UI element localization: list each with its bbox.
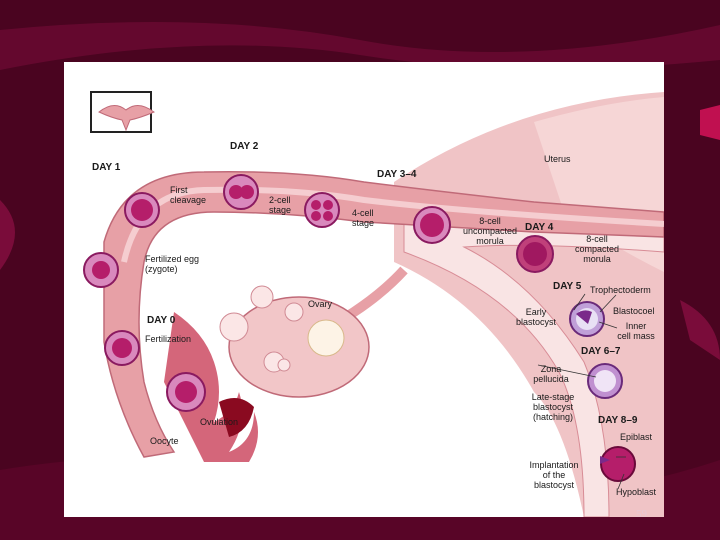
label-day-1: DAY 1	[92, 162, 121, 173]
label-day-2: DAY 2	[230, 141, 259, 152]
label-eight-cell-compacted: 8-cell compacted morula	[574, 234, 620, 264]
label-four-cell-stage: 4-cell stage	[352, 208, 375, 228]
label-day-6-7: DAY 6–7	[581, 346, 621, 357]
label-two-cell-stage: 2-cell stage	[269, 195, 292, 215]
label-early-blastocyst: Early blastocyst	[515, 307, 557, 327]
label-inner-cell-mass: Inner cell mass	[617, 321, 655, 341]
label-eight-cell-uncompacted: 8-cell uncompacted morula	[462, 216, 518, 246]
label-first-cleavage: First cleavage	[170, 185, 207, 205]
reproductive-tract-illustration	[83, 91, 664, 517]
label-day-3-4: DAY 3–4	[377, 169, 417, 180]
label-day-4: DAY 4	[525, 222, 554, 233]
label-ovulation: Ovulation	[200, 417, 239, 427]
label-zona-pellucida: Zona pellucida	[533, 364, 569, 384]
page-number: 59	[636, 508, 647, 520]
label-ovary: Ovary	[308, 299, 333, 309]
embryo-stages	[83, 174, 636, 482]
label-late-blastocyst: Late-stage blastocyst (hatching)	[531, 392, 575, 422]
label-epiblast: Epiblast	[620, 432, 653, 442]
label-day-8-9: DAY 8–9	[598, 415, 638, 426]
label-uterus: Uterus	[544, 154, 571, 164]
label-oocyte: Oocyte	[150, 436, 179, 446]
label-fertilization: Fertilization	[145, 334, 192, 344]
embryo-development-figure: DAY 1 DAY 2 DAY 3–4 Uterus First cleavag…	[64, 62, 664, 517]
label-blastocoel: Blastocoel	[613, 306, 655, 316]
label-fertilized-egg: Fertilized egg (zygote)	[145, 254, 200, 274]
label-trophectoderm: Trophectoderm	[590, 285, 651, 295]
label-day-0: DAY 0	[147, 315, 176, 326]
label-implantation: Implantation of the blastocyst	[529, 460, 579, 490]
label-day-5: DAY 5	[553, 281, 582, 292]
label-hypoblast: Hypoblast	[616, 487, 657, 497]
